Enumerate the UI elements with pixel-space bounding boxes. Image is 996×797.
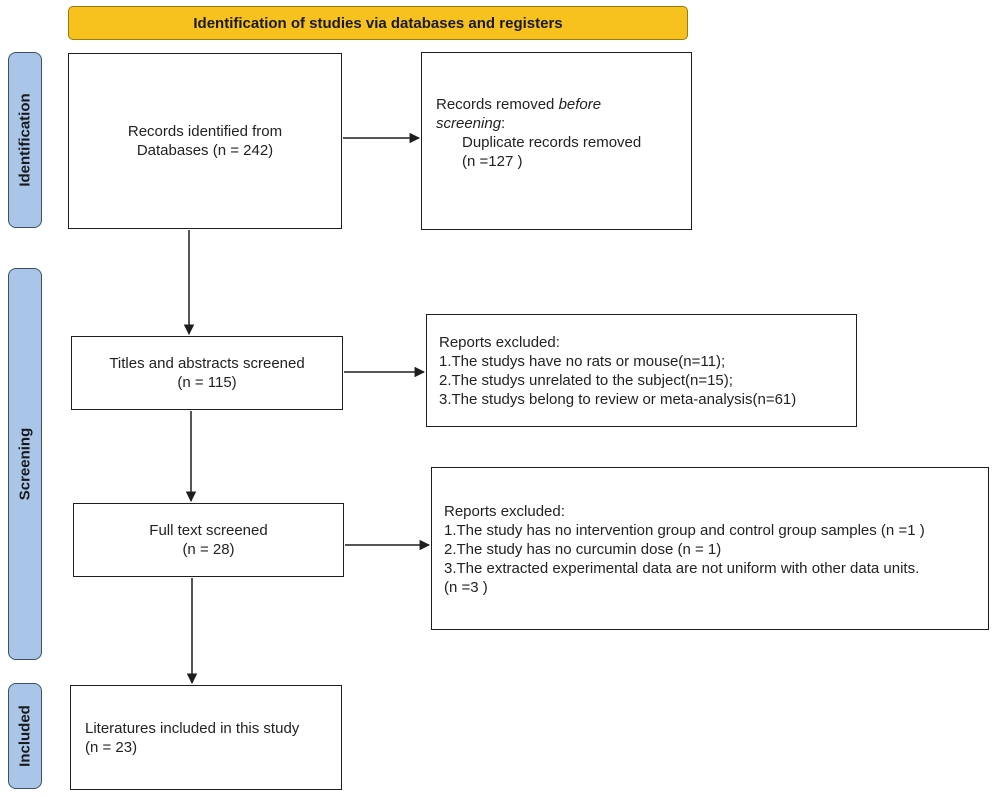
records-removed-line2: screening: [436,114,691,133]
included-studies-line2: (n = 23) [85,739,138,756]
duplicate-records-count: (n =127 ) [462,153,523,170]
flow-header-title: Identification of studies via databases … [193,14,563,32]
duplicate-records-label: Duplicate records removed [462,134,642,151]
records-removed-box: Records removed before screening: Duplic… [421,52,692,230]
records-removed-line1: Records removed before [436,95,691,114]
full-text-screened-box: Full text screened (n = 28) [73,503,344,577]
titles-screened-box: Titles and abstracts screened (n = 115) [71,336,343,410]
reports-excluded-box-2: Reports excluded: 1.The study has no int… [431,467,989,630]
records-removed-before: before [558,96,602,113]
included-studies-box: Literatures included in this study (n = … [70,685,342,790]
stage-identification: Identification [8,52,42,228]
records-identified-box: Records identified from Databases (n = 2… [68,53,342,229]
reports-excluded-2-item: 2.The study has no curcumin dose (n = 1) [444,541,722,558]
records-removed-screening: screening [436,115,502,132]
reports-excluded-2-heading: Reports excluded: [444,503,565,520]
reports-excluded-1-heading: Reports excluded: [439,334,560,351]
records-removed-colon: : [501,115,506,132]
records-identified-line1: Records identified from [127,123,283,140]
records-removed-text: Records removed [436,96,555,113]
included-studies-line1: Literatures included in this study [85,720,300,737]
reports-excluded-2-item: 1.The study has no intervention group an… [444,522,925,539]
records-identified-line2: Databases (n = 242) [136,142,274,159]
full-text-screened-line2: (n = 28) [182,541,235,558]
reports-excluded-1-item: 2.The studys unrelated to the subject(n=… [439,372,733,389]
titles-screened-line1: Titles and abstracts screened [109,355,305,372]
stage-screening: Screening [8,268,42,660]
flow-header: Identification of studies via databases … [68,6,688,40]
titles-screened-line2: (n = 115) [177,374,237,391]
full-text-screened-line1: Full text screened [149,522,268,539]
reports-excluded-2-item: 3.The extracted experimental data are no… [444,560,920,577]
reports-excluded-2-item: (n =3 ) [444,579,488,596]
reports-excluded-1-item: 3.The studys belong to review or meta-an… [439,391,797,408]
reports-excluded-1-item: 1.The studys have no rats or mouse(n=11)… [439,353,726,370]
stage-included: Included [8,683,42,789]
reports-excluded-box-1: Reports excluded: 1.The studys have no r… [426,314,857,427]
